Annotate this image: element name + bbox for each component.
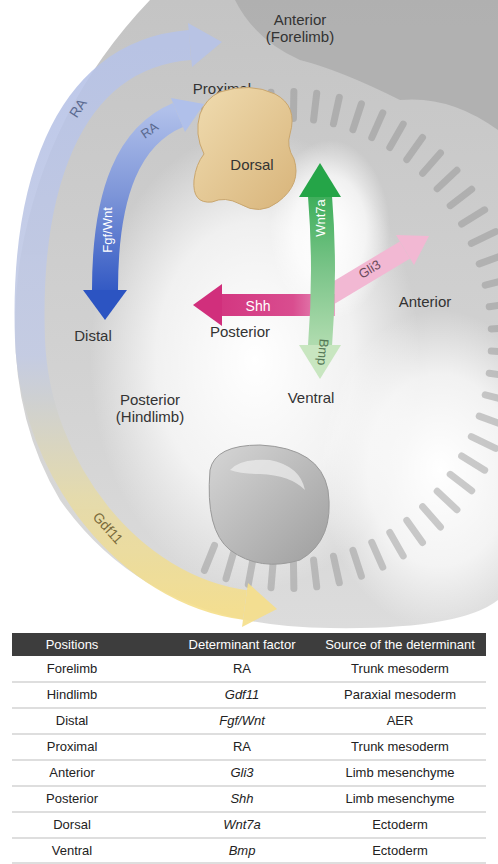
table-cell: Trunk mesoderm <box>351 662 449 677</box>
table-header-row <box>12 633 486 656</box>
somite <box>200 541 219 575</box>
somite <box>310 556 321 591</box>
somite <box>290 558 298 592</box>
position-label: Posterior <box>210 323 270 340</box>
somite <box>485 369 498 381</box>
factor-label: Shh <box>246 298 271 314</box>
table-cell: RA <box>233 740 251 755</box>
table-cell: Gli3 <box>230 766 253 781</box>
table-cell: Ectoderm <box>372 844 428 859</box>
table-cell: Proximal <box>47 740 98 755</box>
table-header: Determinant factor <box>189 638 296 653</box>
table-cell: Ventral <box>52 844 92 859</box>
somite <box>432 486 462 514</box>
table-rule <box>12 760 486 761</box>
somite <box>402 133 427 165</box>
dorsoventral-arrow <box>299 163 341 379</box>
position-label: Anterior (Forelimb) <box>260 11 340 46</box>
table-cell: Trunk mesoderm <box>351 740 449 755</box>
arrow-head <box>396 235 429 265</box>
table-cell: Gdf11 <box>225 688 259 703</box>
table-cell: Fgf/Wnt <box>219 714 265 729</box>
hindlimb-bud <box>209 445 329 564</box>
table-cell: Shh <box>230 792 253 807</box>
table-cell: AER <box>387 714 414 729</box>
somite <box>445 469 476 495</box>
limb-bud-outline <box>190 84 302 216</box>
somite <box>488 347 498 356</box>
somite <box>445 184 476 210</box>
arrow-shaft <box>105 115 178 290</box>
table-cell: Distal <box>56 714 89 729</box>
table-rule <box>12 812 486 813</box>
table-cell: RA <box>233 662 251 677</box>
region-label: Dorsal <box>230 156 273 173</box>
table-cell: Ectoderm <box>372 818 428 833</box>
somite <box>349 100 366 134</box>
position-label: Anterior <box>399 293 452 310</box>
position-label: Posterior (Hindlimb) <box>105 391 195 426</box>
somite <box>457 451 490 475</box>
somite <box>349 546 366 580</box>
somite <box>432 165 462 193</box>
table-cell: Dorsal <box>53 818 91 833</box>
limb-bud-shape <box>194 87 296 209</box>
flank-highlight <box>320 310 498 630</box>
limb-bud: Dorsal <box>190 84 302 216</box>
table-rule <box>12 838 486 839</box>
arrow-shaft <box>330 250 405 295</box>
table-header: Source of the determinant <box>325 638 475 653</box>
arrow-head <box>299 163 341 197</box>
table-rule <box>12 734 486 735</box>
table-cell: Paraxial mesoderm <box>344 688 456 703</box>
anterior-arrow <box>330 235 429 295</box>
table-cell: Posterior <box>46 792 98 807</box>
table-rule <box>12 863 486 864</box>
somite <box>481 391 498 406</box>
table-cell: Anterior <box>49 766 95 781</box>
factor-label: Wnt7a <box>314 199 329 237</box>
table-header: Positions <box>46 638 99 653</box>
somite <box>367 538 387 572</box>
somite <box>457 205 490 229</box>
somite <box>418 502 446 532</box>
somite <box>329 552 343 587</box>
somite <box>481 274 498 289</box>
somite <box>385 528 408 561</box>
somite <box>485 299 498 311</box>
somite <box>488 324 498 333</box>
somite <box>385 119 408 152</box>
somite <box>310 89 321 124</box>
arrow-head <box>242 583 277 627</box>
factor-label: Bmp <box>313 338 330 366</box>
somite <box>329 93 343 128</box>
proximodistal-arrow <box>83 98 204 320</box>
table-rules <box>12 682 486 863</box>
table-cell: Bmp <box>229 844 256 859</box>
table-cell: Wnt7a <box>223 818 261 833</box>
somite-group <box>200 88 498 592</box>
somite <box>367 108 387 142</box>
somite <box>418 148 446 178</box>
arrow-head <box>188 23 222 67</box>
table-cell: Hindlimb <box>47 688 98 703</box>
somite <box>475 250 498 268</box>
table-rule <box>12 786 486 787</box>
table-rule <box>12 682 486 683</box>
hindlimb-highlight <box>230 460 305 490</box>
arrow-head <box>193 284 222 326</box>
table-cell: Forelimb <box>47 662 98 677</box>
arrow-head <box>83 290 127 320</box>
table-cell: Limb mesenchyme <box>345 766 454 781</box>
position-label: Ventral <box>288 389 335 406</box>
factor-label: Fgf/Wnt <box>101 207 116 253</box>
somite <box>467 227 498 248</box>
table-rule <box>12 708 486 709</box>
table-cell: Limb mesenchyme <box>345 792 454 807</box>
somite <box>402 516 427 548</box>
position-label: Distal <box>74 327 112 344</box>
somite <box>467 432 498 453</box>
somite <box>475 412 498 430</box>
